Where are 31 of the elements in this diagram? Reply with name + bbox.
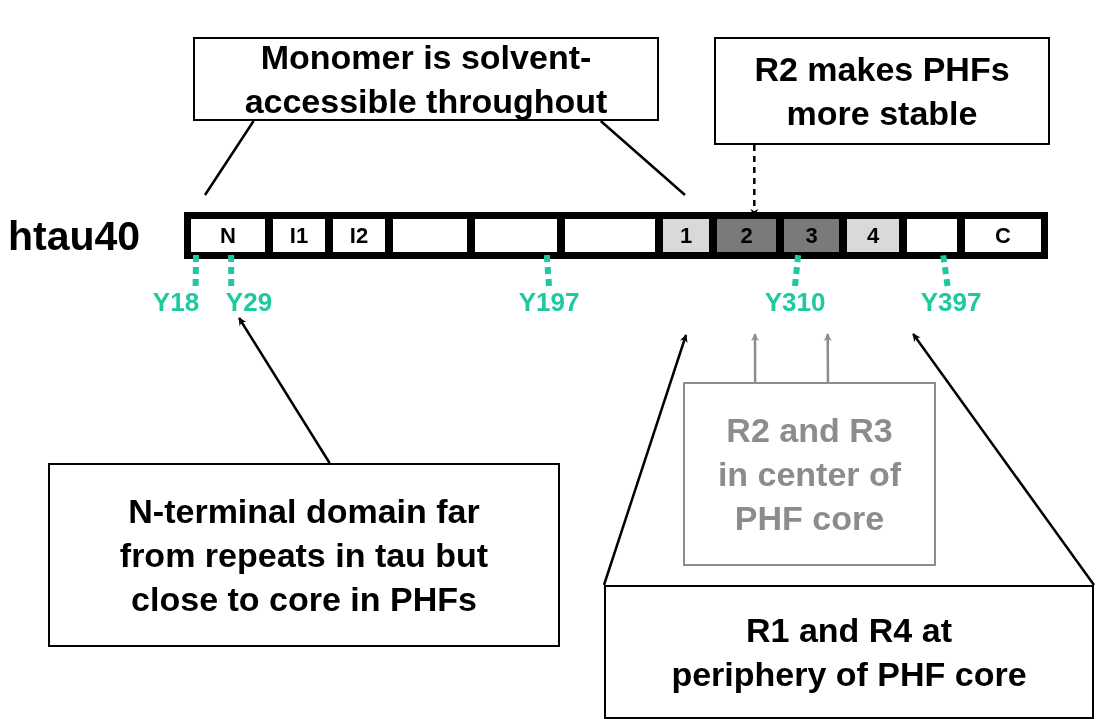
arrow [751, 333, 759, 382]
callout-box: Monomer is solvent-accessible throughout [193, 37, 659, 121]
repeat-segment: 2 [714, 216, 779, 255]
empty-segment [472, 216, 560, 255]
arrow [238, 317, 331, 464]
leader-line [543, 254, 552, 287]
arrow [912, 333, 1095, 586]
domain-segment: C [962, 216, 1044, 255]
domain-segment: I1 [270, 216, 328, 255]
residue-label: Y29 [216, 286, 282, 318]
empty-segment [904, 216, 960, 255]
protein-name-label: htau40 [8, 212, 141, 260]
empty-segment [390, 216, 470, 255]
residue-label: Y18 [148, 286, 204, 318]
domain-segment: N [188, 216, 268, 255]
arrow [823, 333, 832, 382]
arrow [602, 334, 688, 586]
domain-segment: I2 [330, 216, 388, 255]
residue-label: Y397 [908, 286, 994, 318]
empty-segment [562, 216, 658, 255]
callout-box: R2 makes PHFs more stable [714, 37, 1050, 145]
callout-box: R1 and R4 at periphery of PHF core [604, 585, 1094, 719]
callout-box: R2 and R3 in center of PHF core [683, 382, 936, 566]
repeat-segment: 3 [781, 216, 842, 255]
residue-label: Y310 [752, 286, 838, 318]
repeat-segment: 1 [660, 216, 712, 255]
repeat-segment: 4 [844, 216, 902, 255]
leader-line [792, 254, 802, 287]
callout-box: N-terminal domain far from repeats in tau but close to core in PHFs [48, 463, 560, 647]
residue-label: Y197 [506, 286, 592, 318]
leader-line [228, 255, 235, 286]
